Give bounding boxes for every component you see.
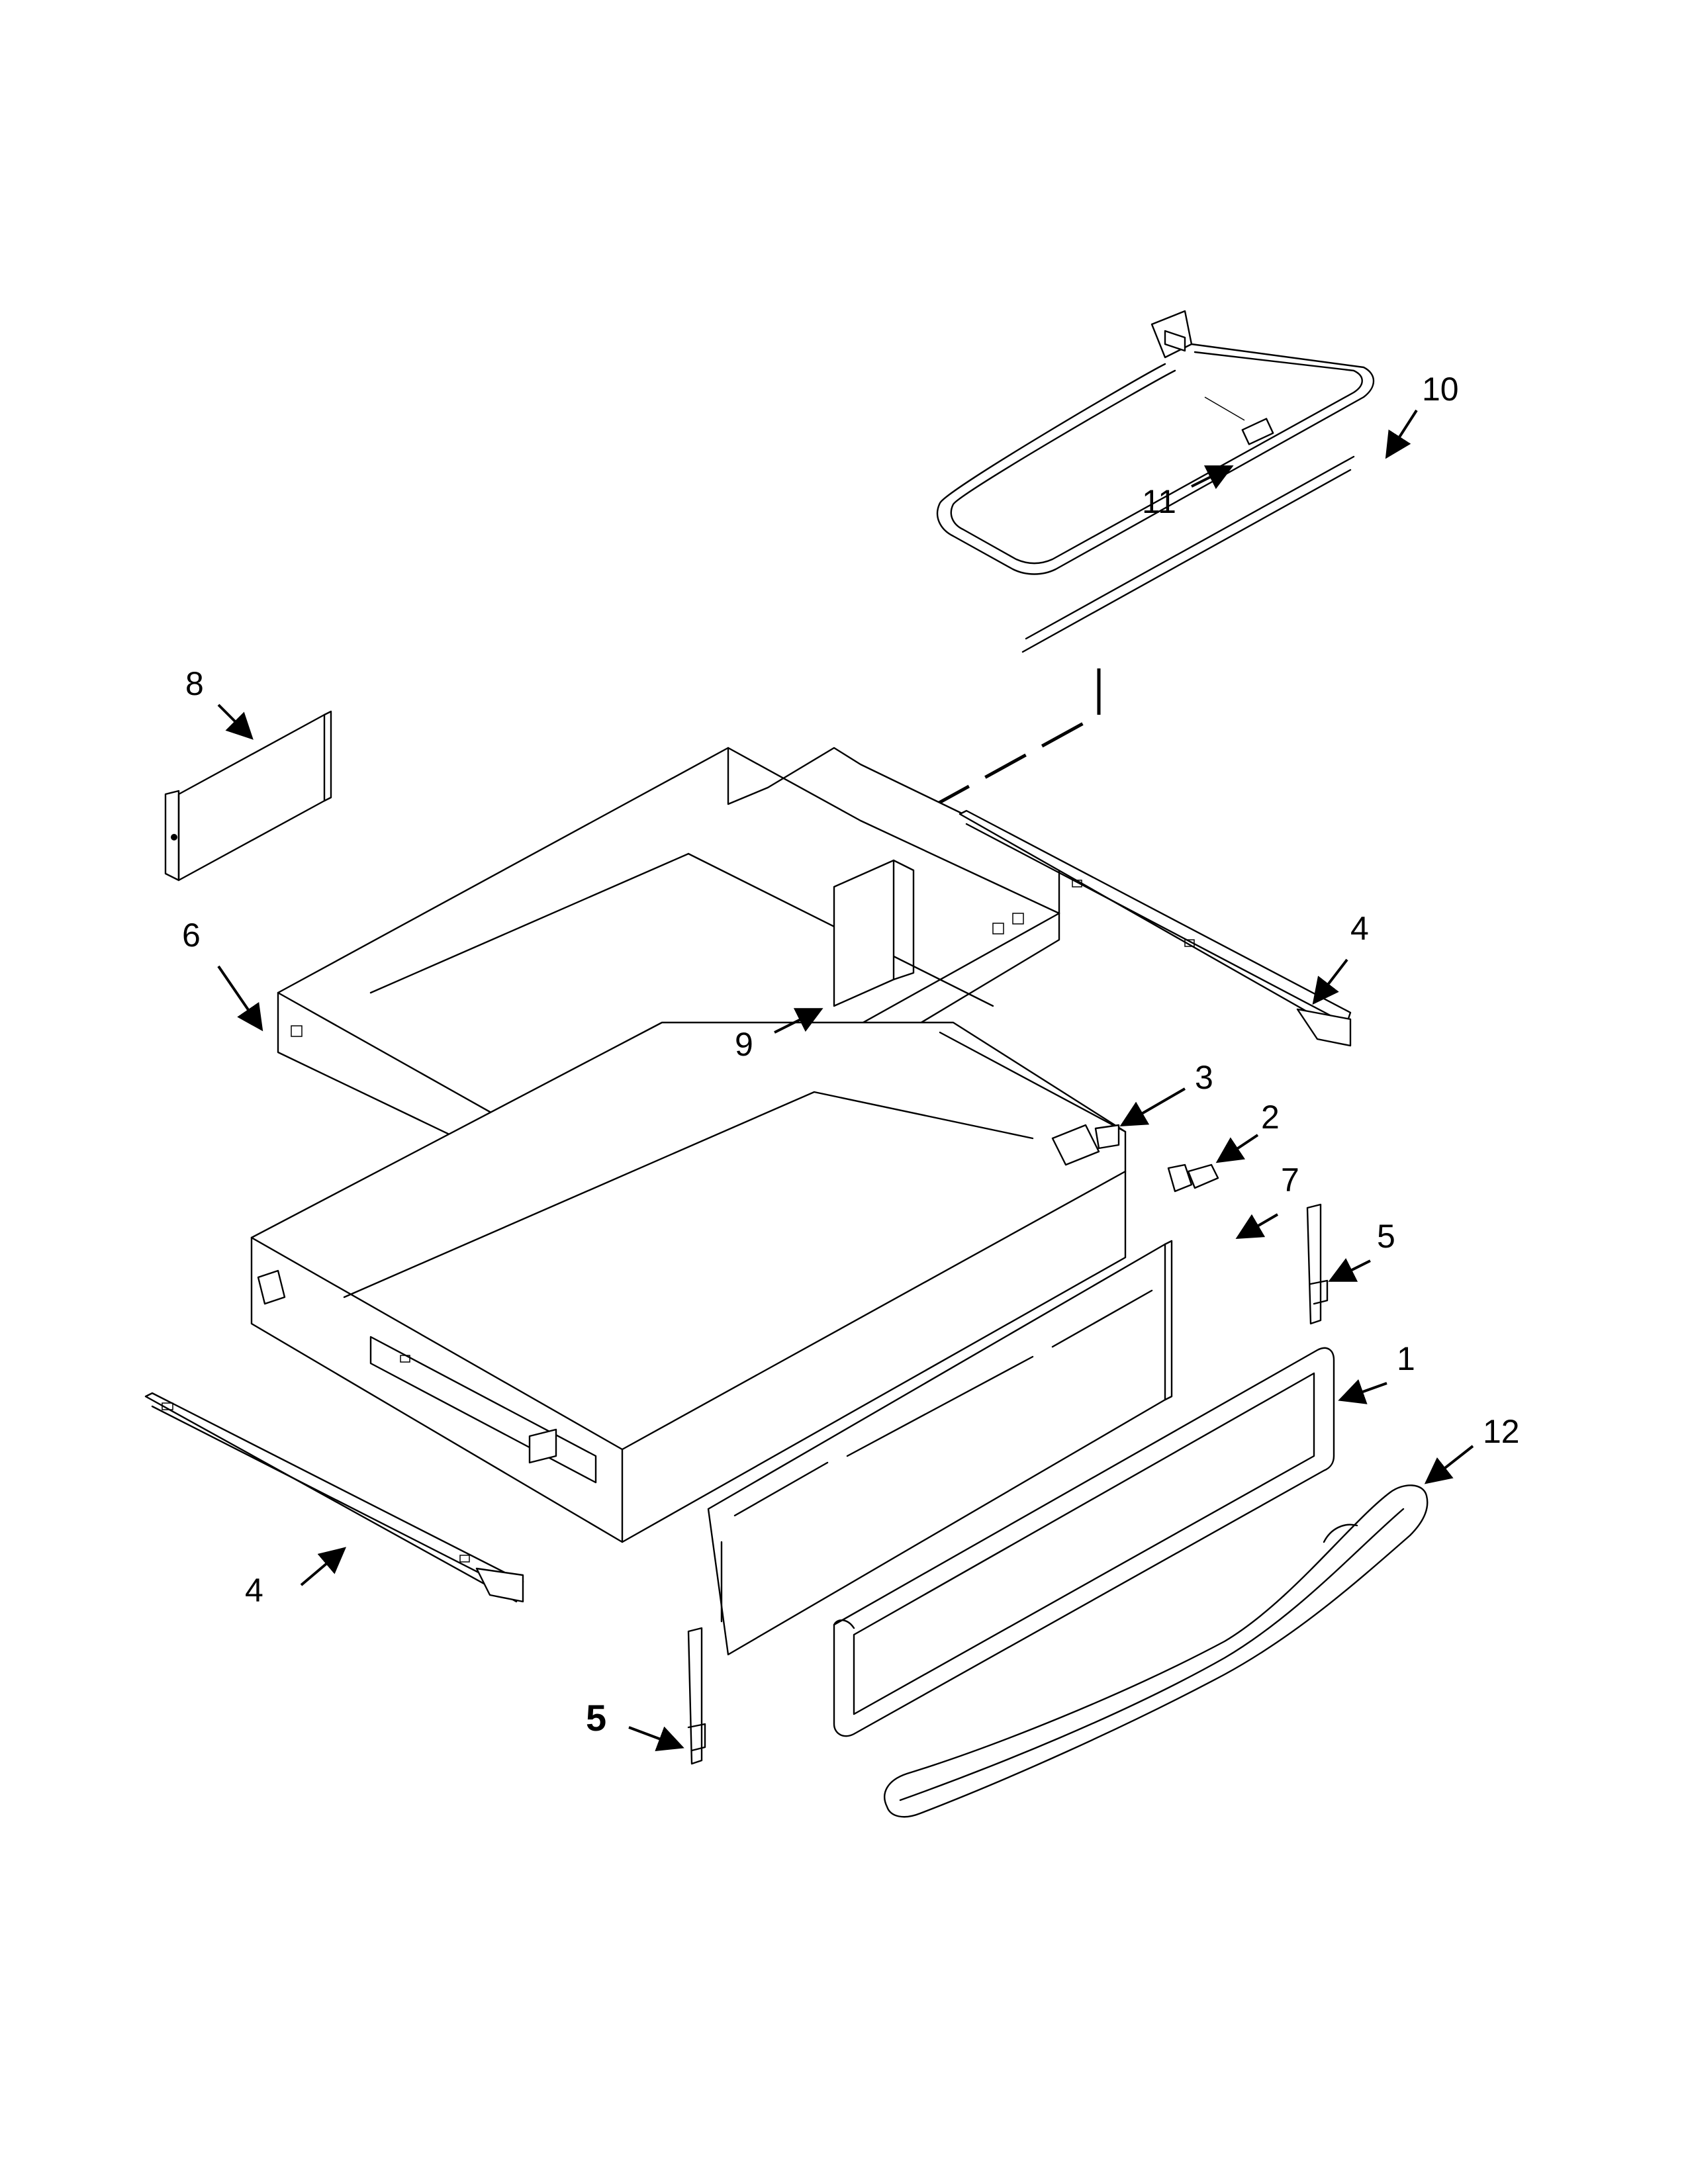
arrow-10 xyxy=(1385,409,1418,459)
callout-10: 10 xyxy=(1422,371,1459,408)
callout-5-right: 5 xyxy=(1377,1218,1395,1255)
drawer-slide-part-4-right xyxy=(959,809,1352,1047)
leader-arrows xyxy=(217,409,1474,1752)
callout-2: 2 xyxy=(1261,1099,1280,1136)
arrow-5-left xyxy=(628,1726,684,1752)
handle-part-12 xyxy=(884,1484,1429,1818)
arrow-1 xyxy=(1338,1379,1387,1404)
bracket-part-5-left xyxy=(687,1627,706,1765)
arrow-4-left xyxy=(300,1547,347,1586)
arrow-9 xyxy=(774,1008,823,1034)
callout-12: 12 xyxy=(1483,1413,1520,1450)
callout-7: 7 xyxy=(1281,1161,1299,1199)
heat-shield-part-8 xyxy=(164,710,332,882)
callout-9: 9 xyxy=(735,1026,753,1063)
arrow-7 xyxy=(1235,1213,1279,1240)
drawer-box xyxy=(250,1021,1127,1543)
drawer-front-frame-part-1 xyxy=(833,1347,1335,1737)
arrow-12 xyxy=(1424,1445,1474,1484)
callout-5-left: 5 xyxy=(586,1697,606,1739)
callout-11: 11 xyxy=(1142,483,1176,520)
arrow-4-right xyxy=(1312,958,1348,1005)
arrow-11 xyxy=(1191,465,1234,489)
bracket-part-5-right xyxy=(1306,1203,1329,1325)
screw-part-2 xyxy=(1167,1163,1219,1193)
arrow-3 xyxy=(1119,1087,1186,1127)
callout-3: 3 xyxy=(1195,1059,1213,1096)
callout-1: 1 xyxy=(1397,1340,1415,1377)
drawer-slide-part-4-left xyxy=(144,1392,524,1603)
arrow-5-right xyxy=(1328,1258,1371,1282)
clip-part-3 xyxy=(1094,1124,1120,1150)
callout-6: 6 xyxy=(182,917,201,954)
callout-labels: 10 11 8 6 9 4 3 2 7 5 1 12 4 5 xyxy=(182,371,1520,1739)
callout-4-left: 4 xyxy=(245,1572,263,1609)
arrow-8 xyxy=(217,704,254,740)
arrow-6 xyxy=(217,965,263,1032)
drawer-front-inner-panel xyxy=(707,1240,1173,1656)
bake-element-part-10 xyxy=(936,310,1375,653)
arrow-2 xyxy=(1215,1134,1259,1163)
callout-4-right: 4 xyxy=(1350,910,1369,947)
callout-8: 8 xyxy=(185,665,204,702)
